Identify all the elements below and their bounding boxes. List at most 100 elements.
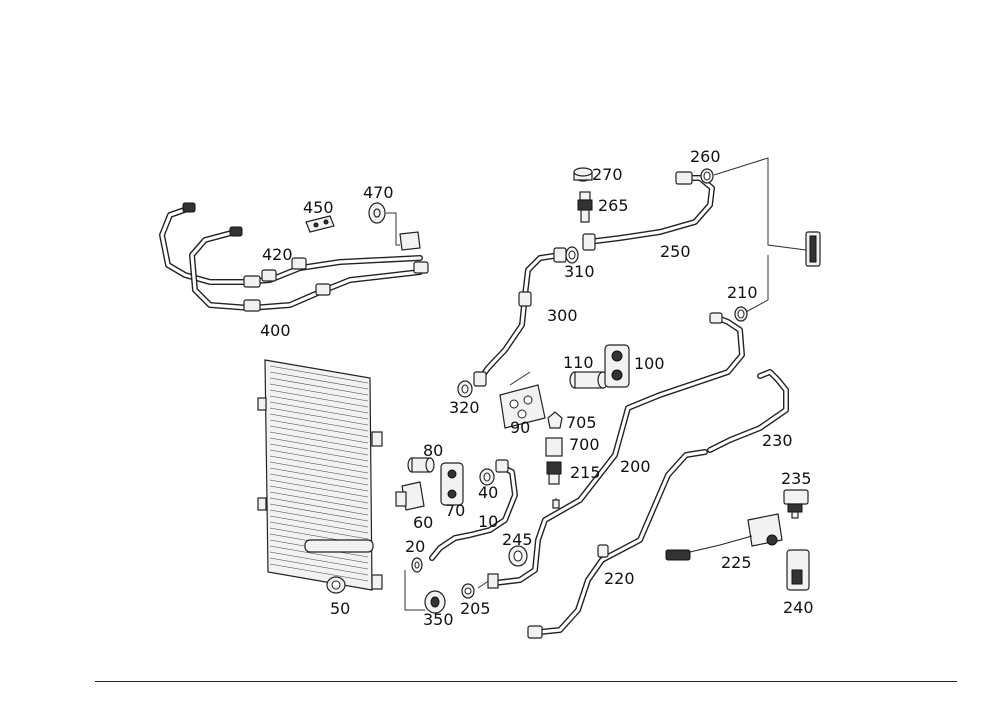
dryer-70[interactable] <box>440 462 464 506</box>
callout-80: 80 <box>423 441 443 460</box>
callout-350: 350 <box>423 610 454 629</box>
o-ring-20[interactable] <box>411 557 423 573</box>
condenser-fin <box>269 521 369 540</box>
condenser-fin <box>269 443 369 462</box>
footer-rule <box>95 681 957 682</box>
callout-60: 60 <box>413 513 433 532</box>
callout-205: 205 <box>460 599 491 618</box>
o-ring-320[interactable] <box>457 380 473 398</box>
condenser-fin <box>269 479 369 498</box>
switch-215[interactable] <box>546 461 562 485</box>
o-ring-40[interactable] <box>479 468 495 486</box>
callout-10: 10 <box>478 512 498 531</box>
nut-350[interactable] <box>424 590 446 614</box>
refrigerant-line-200[interactable] <box>492 312 745 586</box>
expansion-valve-block[interactable] <box>805 231 821 267</box>
callout-210: 210 <box>727 283 758 302</box>
condenser-fin <box>269 407 369 426</box>
condenser-fin <box>269 455 369 474</box>
condenser-fin <box>269 497 369 516</box>
condenser-fin <box>269 449 369 468</box>
condenser-fin <box>269 437 369 456</box>
clip-470[interactable] <box>386 212 421 251</box>
callout-450: 450 <box>303 198 334 217</box>
condenser-fin <box>269 383 369 402</box>
refrigerant-line-300[interactable] <box>473 247 567 387</box>
o-ring-205[interactable] <box>461 583 475 599</box>
condenser-fin <box>269 413 369 432</box>
expansion-valve-225[interactable] <box>665 513 783 561</box>
nut-245[interactable] <box>508 545 528 567</box>
callout-705: 705 <box>566 413 597 432</box>
cap-270[interactable] <box>573 167 593 182</box>
condenser-fin <box>269 461 369 480</box>
valve-block-100[interactable] <box>604 344 630 388</box>
callout-265: 265 <box>598 196 629 215</box>
condenser-fin <box>269 545 369 564</box>
bracket-60[interactable] <box>395 481 425 511</box>
filter-110[interactable] <box>569 371 609 389</box>
condenser-fin <box>269 371 369 390</box>
callout-labels: 470 450 420 400 270 265 260 250 310 300 … <box>260 147 814 629</box>
callout-70: 70 <box>445 501 465 520</box>
condenser-fin <box>269 419 369 438</box>
callout-240: 240 <box>783 598 814 617</box>
valve-core-265[interactable] <box>577 191 593 223</box>
condenser-fin <box>269 563 369 582</box>
callout-225: 225 <box>721 553 752 572</box>
callout-420: 420 <box>262 245 293 264</box>
callout-470: 470 <box>363 183 394 202</box>
grommet-50[interactable] <box>326 576 346 594</box>
callout-245: 245 <box>502 530 533 549</box>
condenser-fin <box>269 365 369 384</box>
condenser-fin <box>269 395 369 414</box>
condenser-fin <box>269 509 369 528</box>
callout-700: 700 <box>569 435 600 454</box>
condenser-fin <box>269 515 369 534</box>
condenser-fin <box>269 503 369 522</box>
plate-90[interactable] <box>499 371 546 429</box>
condenser-fin <box>269 389 369 408</box>
callout-110: 110 <box>563 353 594 372</box>
refrigerant-line-400[interactable] <box>159 202 429 312</box>
callout-90: 90 <box>510 418 530 437</box>
callout-320: 320 <box>449 398 480 417</box>
condenser[interactable] <box>257 359 383 591</box>
sensor-240[interactable] <box>786 549 810 591</box>
refrigerant-line-220[interactable] <box>527 449 708 639</box>
callout-235: 235 <box>781 469 812 488</box>
callout-230: 230 <box>762 431 793 450</box>
sensor-700[interactable] <box>545 437 563 457</box>
callout-100: 100 <box>634 354 665 373</box>
refrigerant-line-10[interactable] <box>429 459 518 561</box>
switch-235[interactable] <box>783 489 809 519</box>
condenser-fin <box>269 467 369 486</box>
condenser-fin <box>269 551 369 570</box>
callout-260: 260 <box>690 147 721 166</box>
callout-270: 270 <box>592 165 623 184</box>
callout-300: 300 <box>547 306 578 325</box>
callout-215: 215 <box>570 463 601 482</box>
refrigerant-line-230[interactable] <box>707 369 789 453</box>
o-ring-260[interactable] <box>700 168 714 184</box>
condenser-fin <box>269 425 369 444</box>
condenser-fin <box>269 491 369 510</box>
callout-50: 50 <box>330 599 350 618</box>
callout-40: 40 <box>478 483 498 502</box>
condenser-fin <box>269 473 369 492</box>
callout-250: 250 <box>660 242 691 261</box>
callout-400: 400 <box>260 321 291 340</box>
o-ring-310[interactable] <box>565 246 579 264</box>
o-ring-210[interactable] <box>734 306 748 322</box>
filter-80[interactable] <box>407 457 435 473</box>
bracket-450[interactable] <box>305 215 335 233</box>
callout-310: 310 <box>564 262 595 281</box>
condenser-fin <box>269 557 369 576</box>
cap-705[interactable] <box>547 411 563 429</box>
callout-20: 20 <box>405 537 425 556</box>
condenser-fin <box>269 401 369 420</box>
callout-220: 220 <box>604 569 635 588</box>
callout-200: 200 <box>620 457 651 476</box>
grommet-470[interactable] <box>368 202 386 224</box>
